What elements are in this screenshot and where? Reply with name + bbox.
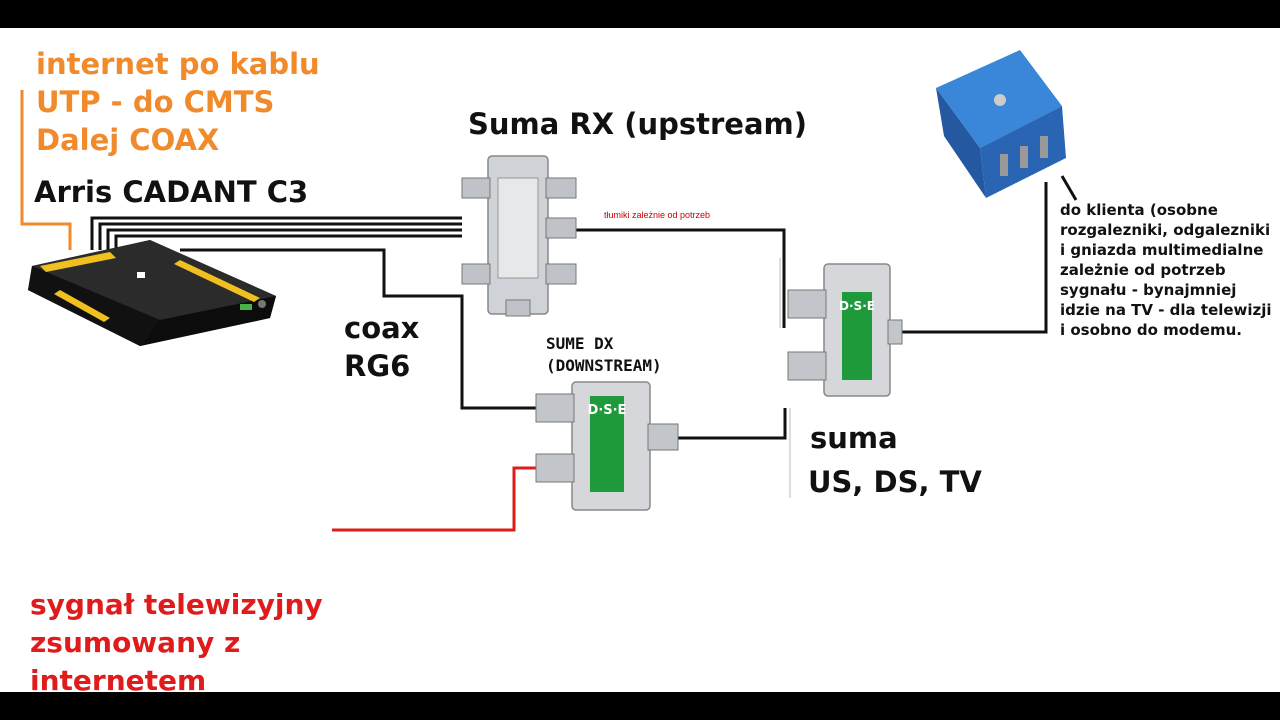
sume-dx-line-1: SUME DX: [546, 334, 614, 353]
client-amplifier: [936, 50, 1066, 198]
coax-label-line-2: RG6: [344, 349, 411, 383]
tv-signal-line-2: zsumowany z: [30, 626, 241, 659]
combiner-splitter: D·S·E: [787, 263, 903, 397]
coax-label-line-1: coax: [344, 311, 420, 345]
downstream-coax: [180, 248, 540, 410]
sume-dx-line-2: (DOWNSTREAM): [546, 356, 662, 375]
diagram-canvas: D·S·E D·S·E internet po kablu UTP - do C…: [0, 28, 1280, 692]
suma-label-line-1: suma: [810, 421, 898, 455]
cmts-device: [28, 240, 276, 346]
internet-note-line-2: UTP - do CMTS: [36, 85, 275, 119]
diagram-drawing: D·S·E D·S·E: [20, 50, 1078, 532]
tv-signal-line-1: sygnał telewizyjny: [30, 588, 323, 621]
downstream-splitter: D·S·E: [535, 381, 679, 511]
upstream-splitter: [461, 155, 577, 317]
downstream-to-combiner: [650, 408, 787, 440]
cmts-label: Arris CADANT C3: [34, 175, 309, 209]
upstream-to-combiner: [576, 228, 786, 328]
attenuators-note: tłumiki zależnie od potrzeb: [604, 210, 711, 220]
combiner-to-client: [890, 182, 1048, 334]
utp-cable: [20, 90, 72, 250]
tv-signal-line-3: internetem: [30, 664, 207, 692]
suma-label-line-2: US, DS, TV: [808, 465, 982, 499]
svg-text:D·S·E: D·S·E: [588, 403, 627, 418]
svg-text:D·S·E: D·S·E: [839, 299, 875, 313]
tv-signal-cable: [332, 466, 540, 532]
suma-rx-title: Suma RX (upstream): [468, 107, 807, 141]
upstream-cable-bundle: [90, 216, 462, 250]
internet-note-line-1: internet po kablu: [36, 47, 320, 81]
client-note: do klienta (osobne rozgalezniki, odgalez…: [1060, 201, 1272, 339]
internet-note-line-3: Dalej COAX: [36, 123, 220, 157]
